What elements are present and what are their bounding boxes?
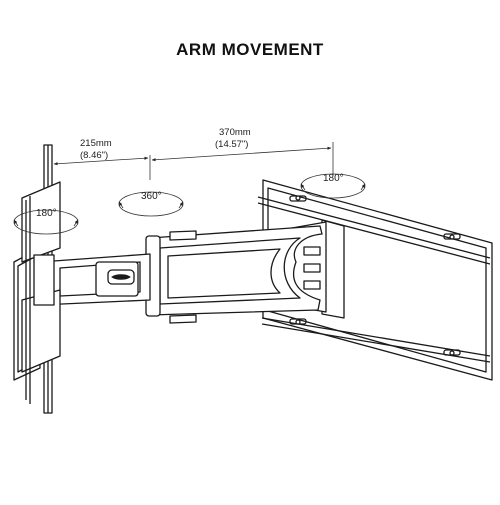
rotation-label-wall: 180° xyxy=(323,173,344,184)
tv-bracket xyxy=(13,144,61,414)
dimension-lines xyxy=(51,142,334,180)
dimension-2-metric: 370mm xyxy=(219,127,251,138)
wall-bracket xyxy=(291,219,345,319)
diagram-title: ARM MOVEMENT xyxy=(176,40,324,59)
rotation-label-tv: 180° xyxy=(36,208,57,219)
rotation-indicator-wall xyxy=(300,173,366,199)
dimension-1-metric: 215mm xyxy=(80,138,112,149)
small-arm xyxy=(39,253,151,306)
rotation-indicator-tv xyxy=(13,209,79,235)
dimension-1-imperial: (8.46") xyxy=(80,150,108,161)
dimension-2-imperial: (14.57") xyxy=(215,139,248,150)
rotation-indicator-arm xyxy=(118,191,184,217)
rotation-label-arm: 360° xyxy=(141,191,162,202)
